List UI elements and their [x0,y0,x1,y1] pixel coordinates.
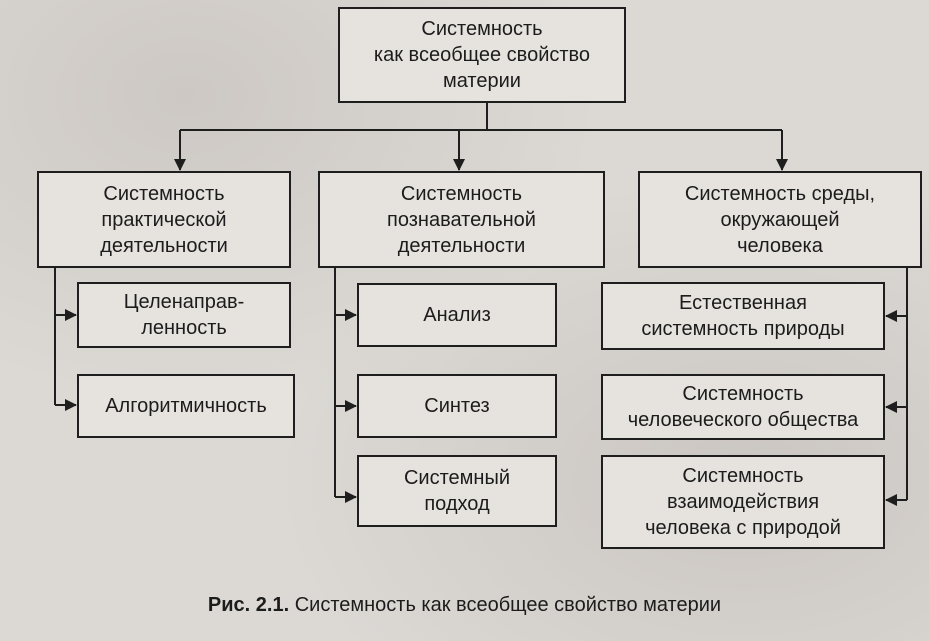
natural-systemness-box: Естественная системность природы [601,282,885,350]
purposefulness-box: Целенаправ- ленность [77,282,291,348]
system-approach-box: Системный подход [357,455,557,527]
figure-caption: Рис. 2.1. Системность как всеобщее свойс… [0,592,929,618]
root-box: Системность как всеобщее свойство матери… [338,7,626,103]
analysis-box: Анализ [357,283,557,347]
society-systemness-box: Системность человеческого общества [601,374,885,440]
figure-caption-text: Системность как всеобщее свойство матери… [294,594,722,616]
algorithmicity-box: Алгоритмичность [77,374,295,438]
branch-cognitive-box: Системность познавательной деятельности [318,171,605,268]
branch-environment-box: Системность среды, окружающей человека [638,171,922,268]
synthesis-box: Синтез [357,374,557,438]
branch-practical-box: Системность практической деятельности [37,171,291,268]
interaction-systemness-box: Системность взаимодействия человека с пр… [601,455,885,549]
figure-number: Рис. 2.1. [207,594,290,616]
